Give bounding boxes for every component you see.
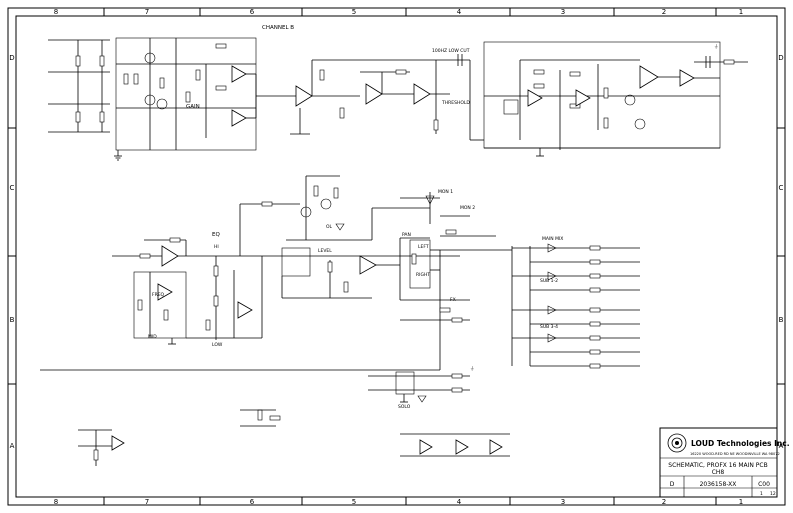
sheet-number: 1 [760,491,763,497]
mon1-label: MON 1 [438,189,453,195]
left-label: LEFT [418,244,429,250]
column-label-4-bottom: 4 [457,498,462,506]
drawing-subtitle: CH8 [712,469,725,476]
title-block [659,427,778,498]
low-label: LOW [212,342,223,348]
switch-icon [547,305,557,315]
column-label-4: 4 [457,8,462,16]
opamp-icon [111,435,125,451]
company-name: LOUD Technologies Inc. [691,439,790,448]
switch-icon [547,271,557,281]
freq-label: FREQ [152,292,165,298]
switch-icon [547,243,557,253]
column-label-2-bottom: 2 [662,498,666,506]
overload-monitor-block [239,175,496,256]
sheet-total: 12 [770,491,776,497]
opamp-icon [575,89,591,107]
column-label-8-bottom: 8 [54,498,58,506]
hi-label: HI [214,244,219,250]
ground-icon: ⏚ [714,43,719,50]
sub34-label: SUB 3-4 [540,324,558,330]
drawing-frame [7,7,786,506]
column-label-5: 5 [352,8,356,16]
sub12-label: SUB 1-2 [540,278,558,284]
column-label-3-bottom: 3 [561,498,565,506]
opamp-icon [455,439,469,455]
opamp-icon [413,83,431,105]
ground-icon: ⏚ [470,365,475,372]
main-mix-label: MAIN MIX [542,236,563,242]
document-number: 2036158-XX [700,481,737,488]
mon2-label: MON 2 [460,205,475,211]
opamp-icon [419,439,433,455]
opamp-icon [527,89,543,107]
opamp-icon [679,69,695,87]
column-label-6-bottom: 6 [250,498,255,506]
drawing-title: SCHEMATIC, PROFX 16 MAIN PCB [668,462,767,469]
row-label-a: A [10,442,15,450]
company-address: 16220 WOOD-RED RD NE WOODINVILLE WA 9807… [690,452,780,456]
mid-label: MID [148,334,157,340]
led-icon [417,395,427,403]
column-label-5-bottom: 5 [352,498,356,506]
row-label-d: D [9,54,14,62]
column-label-1: 1 [739,8,743,16]
level-pan-block [40,237,470,371]
opamp-icon [237,301,253,319]
solo-label: SOLO [398,404,411,410]
gain-label: GAIN [186,104,200,110]
led-icon [335,223,345,231]
sheet-size: D [670,481,675,488]
misc-components [78,409,510,466]
row-label-a-right: A [779,442,784,450]
preamp-block: GAIN [48,37,257,161]
row-label-b-right: B [779,316,784,324]
row-label-c-right: C [779,184,784,192]
row-label-c: C [10,184,15,192]
column-label-2: 2 [662,8,666,16]
revision: C00 [758,481,770,488]
column-label-3: 3 [561,8,565,16]
column-label-1-bottom: 1 [739,498,743,506]
row-label-d-right: D [778,54,783,62]
row-label-b: B [10,316,15,324]
column-label-7: 7 [145,8,149,16]
pan-label: PAN [402,232,411,238]
opamp-icon [365,83,383,105]
low-cut-stage [256,54,470,135]
threshold-label: THRESHOLD [441,100,470,106]
level-label: LEVEL [318,248,332,254]
loud-logo-icon [667,433,687,453]
knob-pot-icon [425,195,435,205]
fx-label: FX [450,297,456,303]
column-label-8: 8 [54,8,58,16]
solo-block: ⏚ [368,365,475,403]
right-label: RIGHT [416,272,430,278]
opamp-icon [295,85,313,107]
bus-assign-block [440,243,640,369]
eq-section [112,237,460,345]
opamp-icon [639,65,659,89]
opamp-icon [157,283,173,301]
eq-label: EQ [212,232,220,238]
ol-label: OL [326,224,333,230]
channel-title: CHANNEL B [262,25,294,31]
low-cut-label: 100HZ LOW CUT [432,48,470,54]
opamp-icon [231,109,247,127]
opamp-icon [161,245,179,267]
column-label-7-bottom: 7 [145,498,149,506]
opamp-icon [489,439,503,455]
opamp-icon [359,255,377,275]
compressor-block: ⏚ [469,41,748,157]
switch-icon [547,333,557,343]
opamp-icon [231,65,247,83]
column-label-6: 6 [250,8,255,16]
